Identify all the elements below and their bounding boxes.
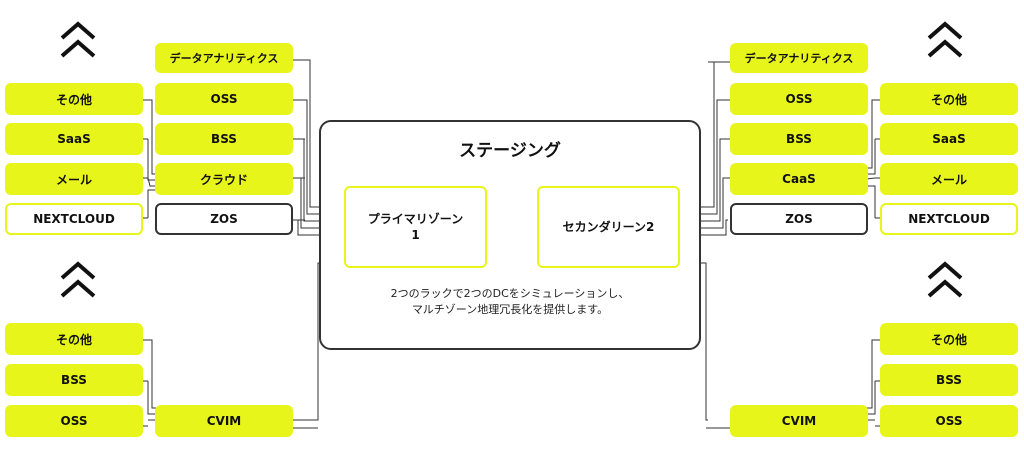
secondary-zone-2: セカンダリーン2 (537, 186, 680, 268)
right-app-nextcloud: NEXTCLOUD (880, 203, 1018, 235)
left-service-bss: BSS (155, 123, 293, 155)
staging-title: ステージング (459, 141, 561, 161)
right-bottom-app-other: その他 (880, 323, 1018, 355)
right-service-bss: BSS (730, 123, 868, 155)
right-service-caas: CaaS (730, 163, 868, 195)
primary-zone-1: プライマリゾーン1 (344, 186, 487, 268)
left-service-oss: OSS (155, 83, 293, 115)
staging-note: 2つのラックで2つのDCをシミュレーションし、 マルチゾーン地理冗長化を提供しま… (321, 286, 699, 318)
left-service-data-analytics: データアナリティクス (155, 43, 293, 73)
left-bottom-app-other: その他 (5, 323, 143, 355)
left-bottom-app-oss: OSS (5, 405, 143, 437)
right-service-oss: OSS (730, 83, 868, 115)
left-app-other: その他 (5, 83, 143, 115)
left-service-zos: ZOS (155, 203, 293, 235)
right-cvim: CVIM (730, 405, 868, 437)
double-chevron-up-icon (927, 261, 963, 298)
double-chevron-up-icon (927, 21, 963, 58)
right-service-zos: ZOS (730, 203, 868, 235)
primary-zone-label: プライマリゾーン1 (367, 212, 464, 242)
right-service-data-analytics: データアナリティクス (730, 43, 868, 73)
left-service-cloud: クラウド (155, 163, 293, 195)
secondary-zone-label: セカンダリーン2 (562, 220, 655, 234)
double-chevron-up-icon (60, 261, 96, 298)
left-bottom-app-bss: BSS (5, 364, 143, 396)
staging-note-line-2: マルチゾーン地理冗長化を提供します。 (411, 303, 609, 316)
right-app-saas: SaaS (880, 123, 1018, 155)
left-app-nextcloud: NEXTCLOUD (5, 203, 143, 235)
right-app-other: その他 (880, 83, 1018, 115)
left-cvim: CVIM (155, 405, 293, 437)
left-app-mail: メール (5, 163, 143, 195)
right-bottom-app-bss: BSS (880, 364, 1018, 396)
right-app-mail: メール (880, 163, 1018, 195)
right-bottom-app-oss: OSS (880, 405, 1018, 437)
left-app-saas: SaaS (5, 123, 143, 155)
staging-note-line-1: 2つのラックで2つのDCをシミュレーションし、 (390, 287, 630, 300)
staging-environment: ステージング プライマリゾーン1 セカンダリーン2 2つのラックで2つのDCをシ… (319, 120, 701, 350)
double-chevron-up-icon (60, 21, 96, 58)
